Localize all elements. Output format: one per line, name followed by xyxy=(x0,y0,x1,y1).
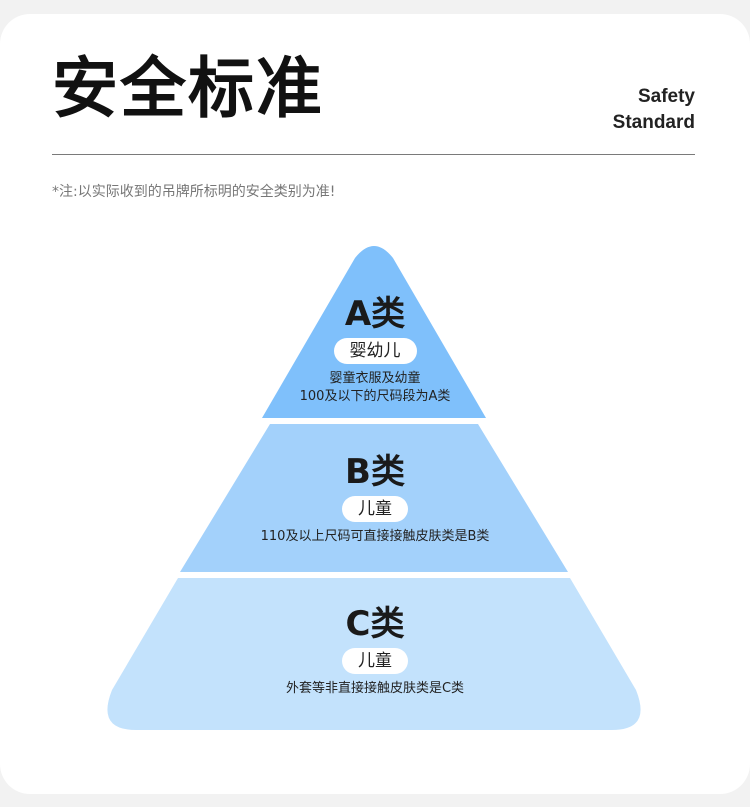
tier-c-description: 外套等非直接接触皮肤类是C类 xyxy=(0,680,750,698)
english-title: Safety Standard xyxy=(613,84,695,136)
page-title: 安全标准 xyxy=(52,50,324,127)
tier-a-description: 婴童衣服及幼童 100及以下的尺码段为A类 xyxy=(0,370,750,406)
english-title-line1: Safety xyxy=(637,86,695,107)
pyramid-tier-a-shape xyxy=(262,246,486,418)
tier-c: C类 儿童 外套等非直接接触皮肤类是C类 xyxy=(0,604,750,698)
tier-a: A类 婴幼儿 婴童衣服及幼童 100及以下的尺码段为A类 xyxy=(0,294,750,406)
tier-b-desc-line1: 110及以上尺码可直接接触皮肤类是B类 xyxy=(260,529,490,544)
tier-a-badge: 婴幼儿 xyxy=(333,338,417,364)
english-title-line2: Standard xyxy=(612,112,695,133)
tier-b-description: 110及以上尺码可直接接触皮肤类是B类 xyxy=(0,528,750,546)
tier-a-title: A类 xyxy=(344,294,406,334)
footnote: *注:以实际收到的吊牌所标明的安全类别为准! xyxy=(52,184,336,200)
tier-b: B类 儿童 110及以上尺码可直接接触皮肤类是B类 xyxy=(0,452,750,546)
tier-c-desc-line1: 外套等非直接接触皮肤类是C类 xyxy=(285,681,465,696)
tier-c-title: C类 xyxy=(345,604,405,644)
tier-b-badge: 儿童 xyxy=(342,496,408,522)
tier-b-title: B类 xyxy=(345,452,405,492)
tier-a-desc-line1: 婴童衣服及幼童 xyxy=(329,371,421,386)
tier-a-desc-line2: 100及以下的尺码段为A类 xyxy=(299,389,451,404)
header-divider xyxy=(52,154,695,155)
tier-c-badge: 儿童 xyxy=(342,648,408,674)
